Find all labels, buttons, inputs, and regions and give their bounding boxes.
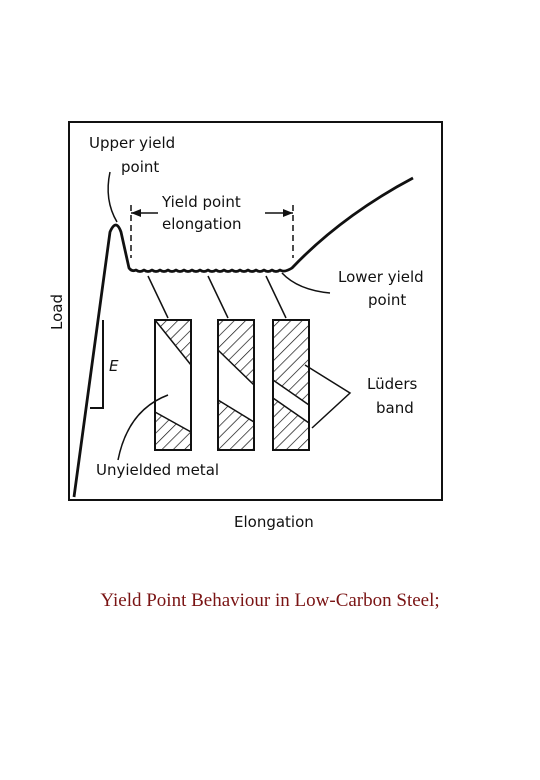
specimen-2 xyxy=(217,319,255,451)
specimen-leader-2 xyxy=(207,275,229,319)
yield-elongation-dimension xyxy=(130,205,294,258)
unyielded-leader xyxy=(117,394,169,461)
upper-yield-label: Upper yield xyxy=(89,134,175,152)
luders-band-label: Lüders xyxy=(367,375,418,393)
specimen-leader-1 xyxy=(147,275,169,319)
specimen-1 xyxy=(154,319,192,451)
modulus-label: E xyxy=(109,357,119,375)
unyielded-metal-label: Unyielded metal xyxy=(96,461,219,479)
upper-yield-label-2: point xyxy=(121,158,159,176)
load-elongation-curve xyxy=(72,176,414,498)
modulus-triangle xyxy=(90,320,104,409)
y-axis-label: Load xyxy=(48,294,66,330)
lower-yield-leader xyxy=(281,272,331,294)
upper-yield-leader xyxy=(107,171,118,223)
specimen-3 xyxy=(272,319,310,451)
plot-frame xyxy=(68,121,443,501)
x-axis-label: Elongation xyxy=(234,513,314,531)
luders-band-label-2: band xyxy=(376,399,414,417)
lower-yield-label: Lower yield xyxy=(338,268,424,286)
figure-caption: Yield Point Behaviour in Low-Carbon Stee… xyxy=(100,590,440,611)
lower-yield-label-2: point xyxy=(368,291,406,309)
yield-elongation-label-2: elongation xyxy=(162,215,242,233)
yield-elongation-label: Yield point xyxy=(161,193,241,211)
luders-leader xyxy=(304,364,352,429)
specimen-leader-3 xyxy=(265,275,287,319)
